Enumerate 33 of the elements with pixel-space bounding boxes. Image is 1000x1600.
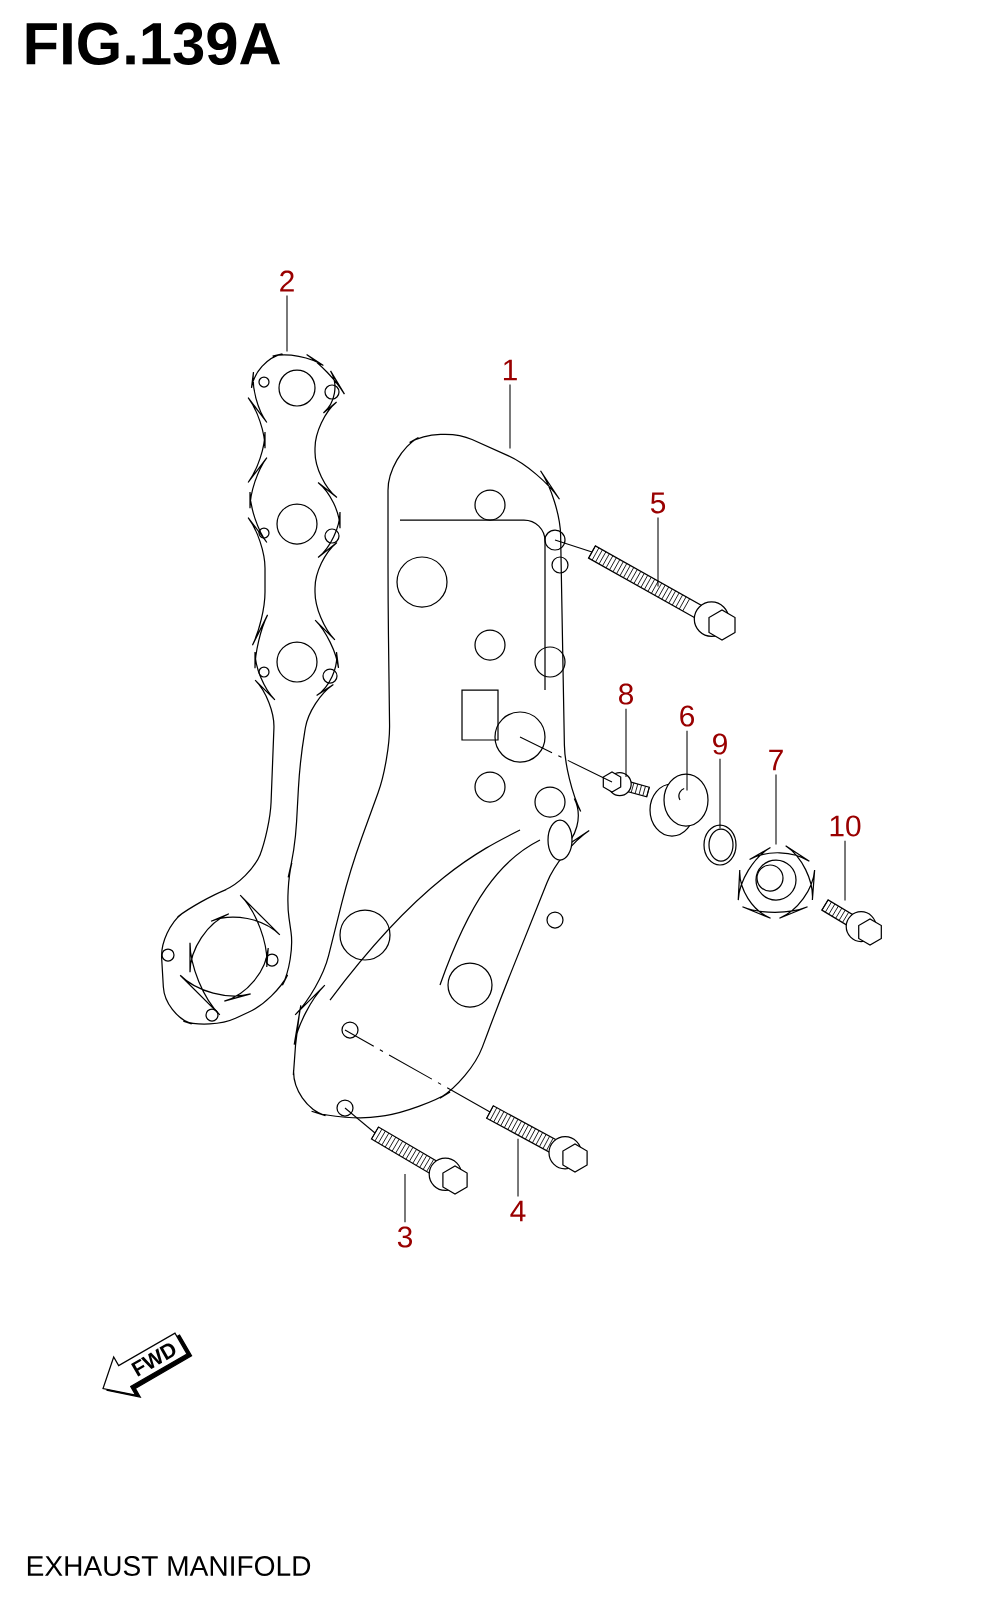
o-ring-drawing bbox=[703, 824, 737, 866]
callout-number: 8 bbox=[619, 683, 633, 705]
leader-line bbox=[517, 1138, 519, 1198]
callout-number: 2 bbox=[280, 270, 294, 292]
leader-line bbox=[404, 1173, 406, 1223]
leader-line bbox=[657, 517, 659, 587]
leader-line bbox=[686, 730, 688, 791]
leader-line bbox=[775, 773, 777, 845]
callout-number: 3 bbox=[397, 1226, 412, 1248]
leader-line bbox=[719, 758, 721, 829]
callout-number: 6 bbox=[680, 705, 694, 727]
center-line bbox=[344, 1107, 376, 1134]
cover-drawing bbox=[737, 845, 816, 919]
leader-line bbox=[509, 383, 511, 449]
center-line bbox=[554, 539, 593, 553]
caption-text: EXHAUST MANIFOLD bbox=[27, 1556, 311, 1576]
bolt-drawing bbox=[370, 1126, 468, 1195]
callout-number: 7 bbox=[769, 749, 783, 771]
leader-line bbox=[286, 295, 288, 352]
bolt-drawing bbox=[821, 899, 882, 946]
callout-number: 4 bbox=[510, 1200, 526, 1222]
manifold-drawing bbox=[292, 433, 590, 1119]
figure-title: FIG.139A bbox=[26, 22, 281, 65]
callout-number: 5 bbox=[650, 492, 666, 514]
callout-number: 1 bbox=[503, 359, 517, 381]
center-line bbox=[344, 1029, 491, 1113]
center-line bbox=[519, 736, 613, 783]
callout-number: 9 bbox=[713, 733, 727, 755]
callout-number: 10 bbox=[830, 815, 861, 837]
leader-line bbox=[844, 840, 846, 901]
gasket-drawing bbox=[161, 353, 346, 1025]
cap-drawing bbox=[649, 773, 709, 837]
leader-line bbox=[625, 708, 627, 778]
